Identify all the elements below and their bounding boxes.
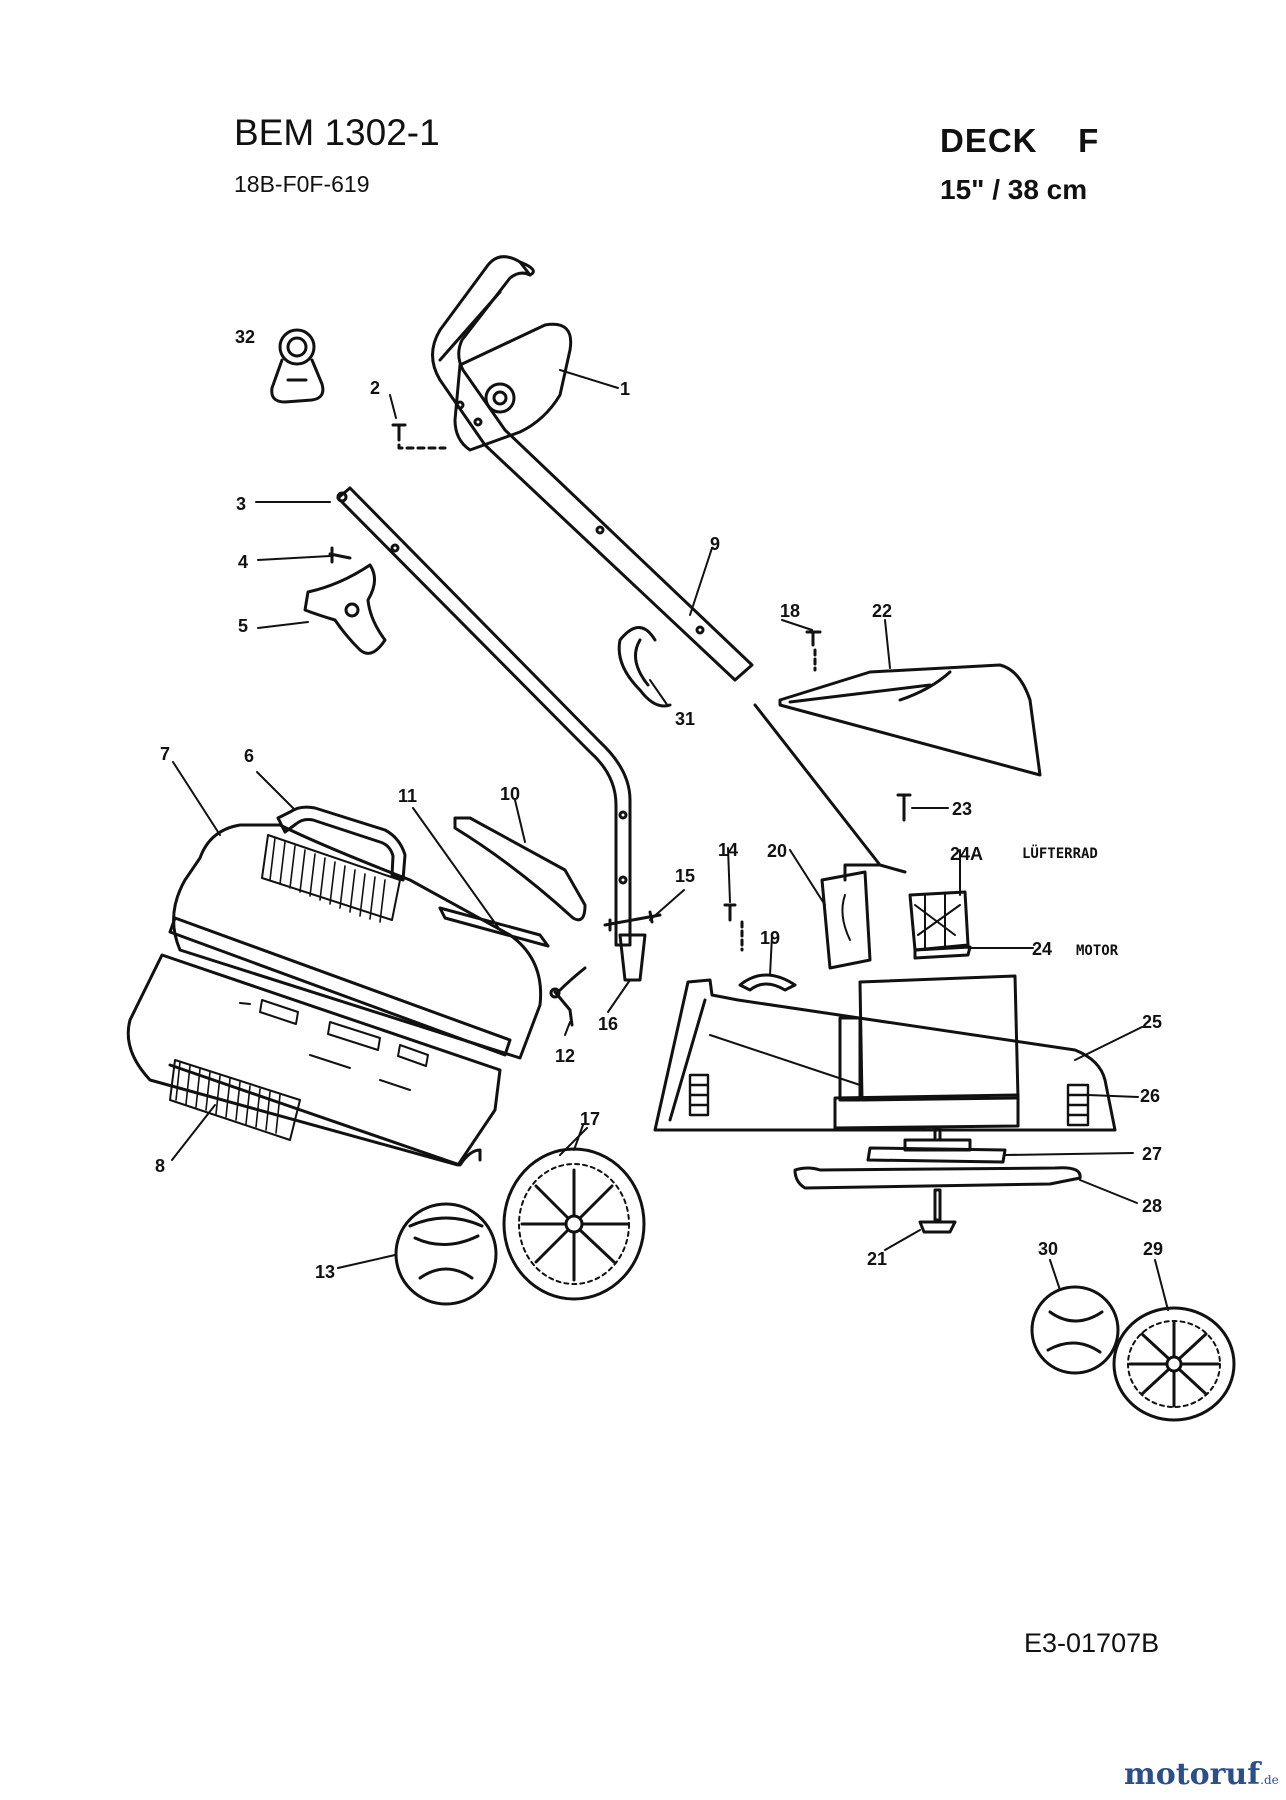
deck-label: DECK F <box>940 122 1100 159</box>
label-fan: LÜFTERRAD <box>1022 844 1098 862</box>
callout-1: 1 <box>620 379 630 399</box>
callout-32: 32 <box>235 327 255 347</box>
callout-6: 6 <box>244 746 254 766</box>
part-callouts: 1 2 3 4 5 6 7 8 9 10 11 12 13 14 15 16 1… <box>155 327 1163 1282</box>
part-star-knob <box>303 563 387 655</box>
callout-20: 20 <box>767 841 787 861</box>
callout-27: 27 <box>1142 1144 1162 1164</box>
callout-7: 7 <box>160 744 170 764</box>
part-plug-16 <box>618 933 647 982</box>
part-deck <box>653 974 1117 1132</box>
part-clip <box>617 626 672 708</box>
part-catcher-upper <box>168 823 543 1060</box>
callout-31: 31 <box>675 709 695 729</box>
part-screw-14 <box>723 903 744 952</box>
brand-logo: motoruf.de <box>1124 1757 1279 1792</box>
callout-8: 8 <box>155 1156 165 1176</box>
part-hubcap-right <box>1030 1285 1120 1375</box>
part-upper-handle <box>431 255 754 682</box>
callout-26: 26 <box>1140 1086 1160 1106</box>
leader-lines <box>171 369 1169 1311</box>
callout-30: 30 <box>1038 1239 1058 1259</box>
callout-9: 9 <box>710 534 720 554</box>
part-bolt-23 <box>896 793 912 822</box>
callout-3: 3 <box>236 494 246 514</box>
callout-17: 17 <box>580 1109 600 1129</box>
part-screw-18 <box>805 630 822 672</box>
callout-14: 14 <box>718 840 738 860</box>
part-cover <box>778 663 1042 777</box>
callout-23: 23 <box>952 799 972 819</box>
part-cable-holder <box>270 328 325 404</box>
part-catcher-lower <box>126 953 502 1167</box>
drawing-number: E3-01707B <box>1024 1628 1160 1658</box>
part-screw-2 <box>391 423 447 450</box>
part-lower-handle <box>336 486 632 947</box>
part-wheel-right <box>1112 1306 1236 1422</box>
callout-10: 10 <box>500 784 520 804</box>
part-hubcap-left <box>394 1202 498 1306</box>
callout-24a: 24A <box>950 844 983 864</box>
part-blade-adapter <box>866 1126 1007 1164</box>
label-motor: MOTOR <box>1076 943 1119 959</box>
part-strip <box>438 906 550 948</box>
callout-24: 24 <box>1032 939 1052 959</box>
callout-19: 19 <box>760 928 780 948</box>
brand-name: motoruf <box>1124 1757 1261 1792</box>
part-grab-handle <box>276 805 407 882</box>
callout-5: 5 <box>238 616 248 636</box>
part-blade <box>793 1166 1082 1190</box>
part-capacitor <box>820 870 872 970</box>
callout-4: 4 <box>238 552 248 572</box>
callout-28: 28 <box>1142 1196 1162 1216</box>
deck-size: 15" / 38 cm <box>940 174 1088 205</box>
callout-25: 25 <box>1142 1012 1162 1032</box>
callout-15: 15 <box>675 866 695 886</box>
power-cable <box>753 703 907 882</box>
model-title: BEM 1302-1 <box>234 112 440 153</box>
callout-2: 2 <box>370 378 380 398</box>
callout-13: 13 <box>315 1262 335 1282</box>
part-flap <box>453 816 587 922</box>
callout-11: 11 <box>398 786 417 806</box>
callout-16: 16 <box>598 1014 618 1034</box>
callout-12: 12 <box>555 1046 575 1066</box>
part-fastener-15 <box>603 910 662 932</box>
part-bolt-4 <box>328 546 352 564</box>
part-pin <box>549 966 587 1027</box>
part-number: 18B-F0F-619 <box>234 171 370 197</box>
callout-21: 21 <box>867 1249 887 1269</box>
part-switch-box <box>453 322 573 452</box>
part-blade-bolt <box>918 1188 957 1234</box>
part-wheel-left <box>502 1147 646 1301</box>
callout-29: 29 <box>1143 1239 1163 1259</box>
callout-22: 22 <box>872 601 892 621</box>
part-clamp <box>738 973 797 992</box>
callout-18: 18 <box>780 601 800 621</box>
brand-tld: .de <box>1260 1773 1279 1787</box>
part-motor <box>908 890 972 960</box>
